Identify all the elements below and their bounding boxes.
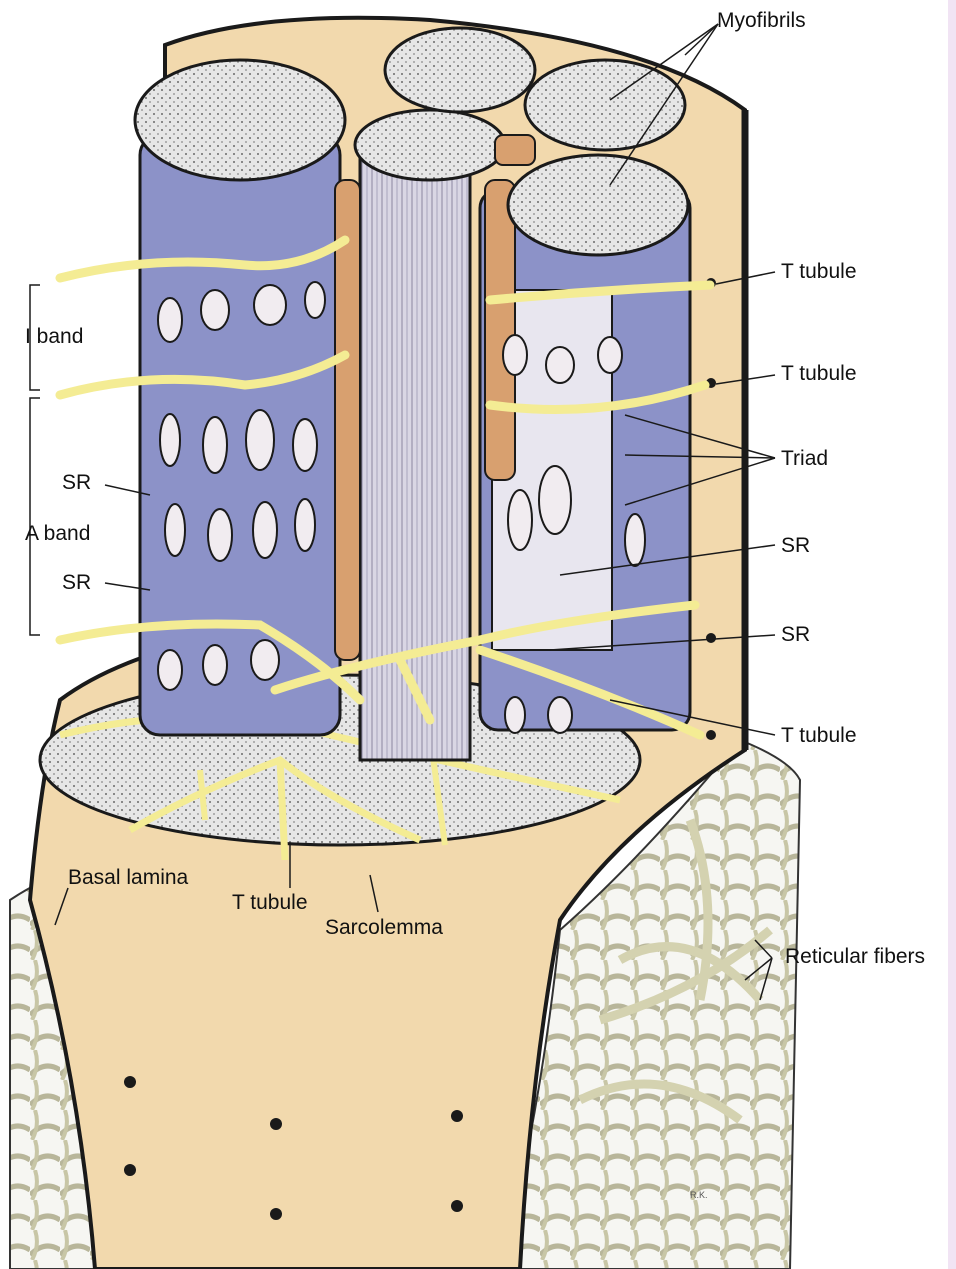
label-sr-right-2: SR [781,623,810,646]
label-reticular-fibers: Reticular fibers [785,945,925,968]
label-sr-left-1: SR [62,471,91,494]
label-sr-right-1: SR [781,534,810,557]
label-t-tubule-1: T tubule [781,260,857,283]
label-sarcolemma: Sarcolemma [325,916,443,939]
myofibril-right [480,155,690,733]
label-t-tubule-3: T tubule [781,724,857,747]
myofibril-left [135,60,345,735]
label-t-tubule-2: T tubule [781,362,857,385]
label-triad: Triad [781,447,828,470]
label-t-tubule-bottom: T tubule [232,891,308,914]
label-basal-lamina: Basal lamina [68,866,189,889]
label-myofibrils: Myofibrils [717,9,806,32]
artist-initials: R.K. [690,1190,708,1200]
label-a-band: A band [25,522,90,545]
label-i-band: I band [25,325,83,348]
label-sr-left-2: SR [62,571,91,594]
